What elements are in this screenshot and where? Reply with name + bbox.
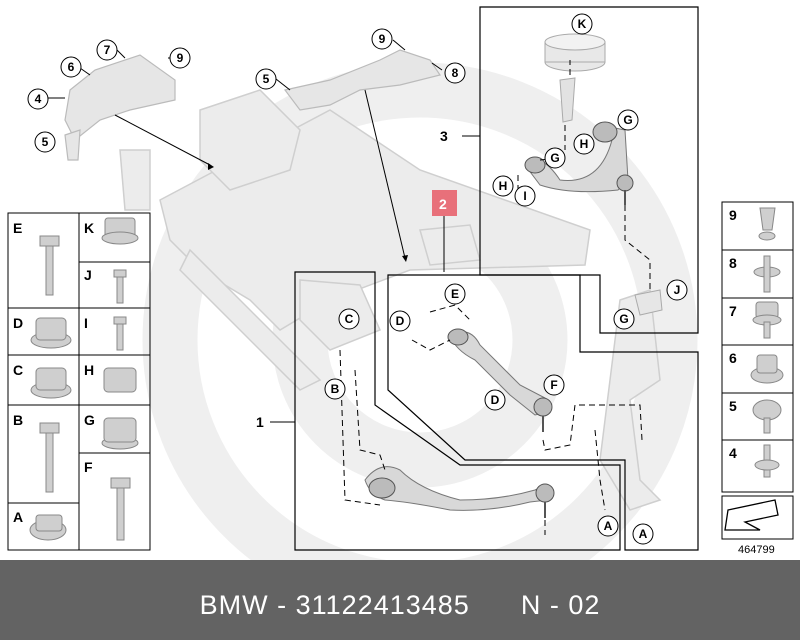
svg-text:I: I [523, 189, 526, 203]
svg-text:4: 4 [729, 445, 737, 461]
kit-2-dashes [411, 304, 643, 511]
kit-3-parts [524, 33, 634, 205]
svg-text:9: 9 [729, 207, 737, 223]
kit-1-parts [364, 466, 555, 518]
svg-text:H: H [499, 179, 508, 193]
svg-text:C: C [13, 362, 23, 378]
leader-lines [48, 39, 480, 423]
svg-text:B: B [331, 382, 340, 396]
footer-page: N - 02 [520, 590, 601, 620]
svg-text:8: 8 [452, 66, 459, 80]
svg-text:K: K [84, 220, 94, 236]
svg-text:6: 6 [68, 60, 75, 74]
svg-text:A: A [639, 527, 648, 541]
kit-1-dashes [339, 349, 546, 535]
svg-text:4: 4 [35, 92, 42, 106]
footer-brand: BMW [199, 590, 269, 620]
footer-bar: BMW - 31122413485 N - 02 [0, 560, 800, 640]
subframe-drawing [119, 89, 662, 511]
right-legend-labels: 9 8 7 6 5 4 [729, 207, 737, 461]
svg-text:G: G [623, 113, 632, 127]
svg-text:6: 6 [729, 350, 737, 366]
kit-2-parts [447, 328, 553, 432]
svg-text:G: G [84, 412, 95, 428]
kit-2-highlight [432, 190, 457, 216]
svg-text:5: 5 [42, 135, 49, 149]
svg-text:J: J [84, 267, 92, 283]
svg-text:K: K [578, 17, 587, 31]
kit-number-2: 2 [439, 196, 447, 212]
svg-text:F: F [84, 459, 93, 475]
svg-text:7: 7 [729, 303, 737, 319]
svg-text:G: G [619, 312, 628, 326]
svg-text:E: E [13, 220, 22, 236]
svg-text:D: D [396, 314, 405, 328]
callout-labels: 4 6 7 9 5 5 9 8 K G G H H I J G E D F D … [35, 17, 681, 541]
svg-text:B: B [13, 412, 23, 428]
svg-text:A: A [604, 519, 613, 533]
kit-2-outline [387, 274, 699, 551]
right-legend-table [721, 201, 794, 540]
svg-text:H: H [84, 362, 94, 378]
callout-circles [27, 13, 688, 545]
svg-text:D: D [13, 315, 23, 331]
bracket-left [64, 54, 176, 161]
svg-text:C: C [345, 312, 354, 326]
svg-text:E: E [451, 287, 459, 301]
svg-text:J: J [674, 283, 681, 297]
parts-diagram: E K J D I C H B G F A 9 8 7 6 5 4 [7, 6, 794, 560]
svg-text:G: G [550, 151, 559, 165]
svg-text:5: 5 [263, 72, 270, 86]
bracket-center [283, 49, 441, 111]
svg-text:A: A [13, 509, 23, 525]
arrow-icon [724, 499, 779, 531]
svg-text:8: 8 [729, 255, 737, 271]
left-legend-labels: E K J D I C H B G F A [13, 220, 95, 525]
left-legend-parts [29, 217, 139, 541]
kit-number-3: 3 [440, 128, 448, 144]
image-number: 464799 [738, 544, 775, 556]
svg-text:7: 7 [104, 43, 111, 57]
footer-part-number: 31122413485 [295, 590, 470, 620]
svg-text:D: D [491, 393, 500, 407]
svg-text:I: I [84, 315, 88, 331]
footer-caption: BMW - 31122413485 N - 02 [199, 590, 601, 620]
right-legend-parts [750, 207, 784, 478]
svg-text:F: F [550, 378, 557, 392]
svg-text:H: H [580, 137, 589, 151]
kit-number-1: 1 [256, 414, 264, 430]
svg-text:9: 9 [177, 51, 184, 65]
left-legend-table [7, 212, 151, 551]
svg-text:5: 5 [729, 398, 737, 414]
svg-text:9: 9 [379, 32, 386, 46]
kit-1-outline [294, 271, 621, 551]
